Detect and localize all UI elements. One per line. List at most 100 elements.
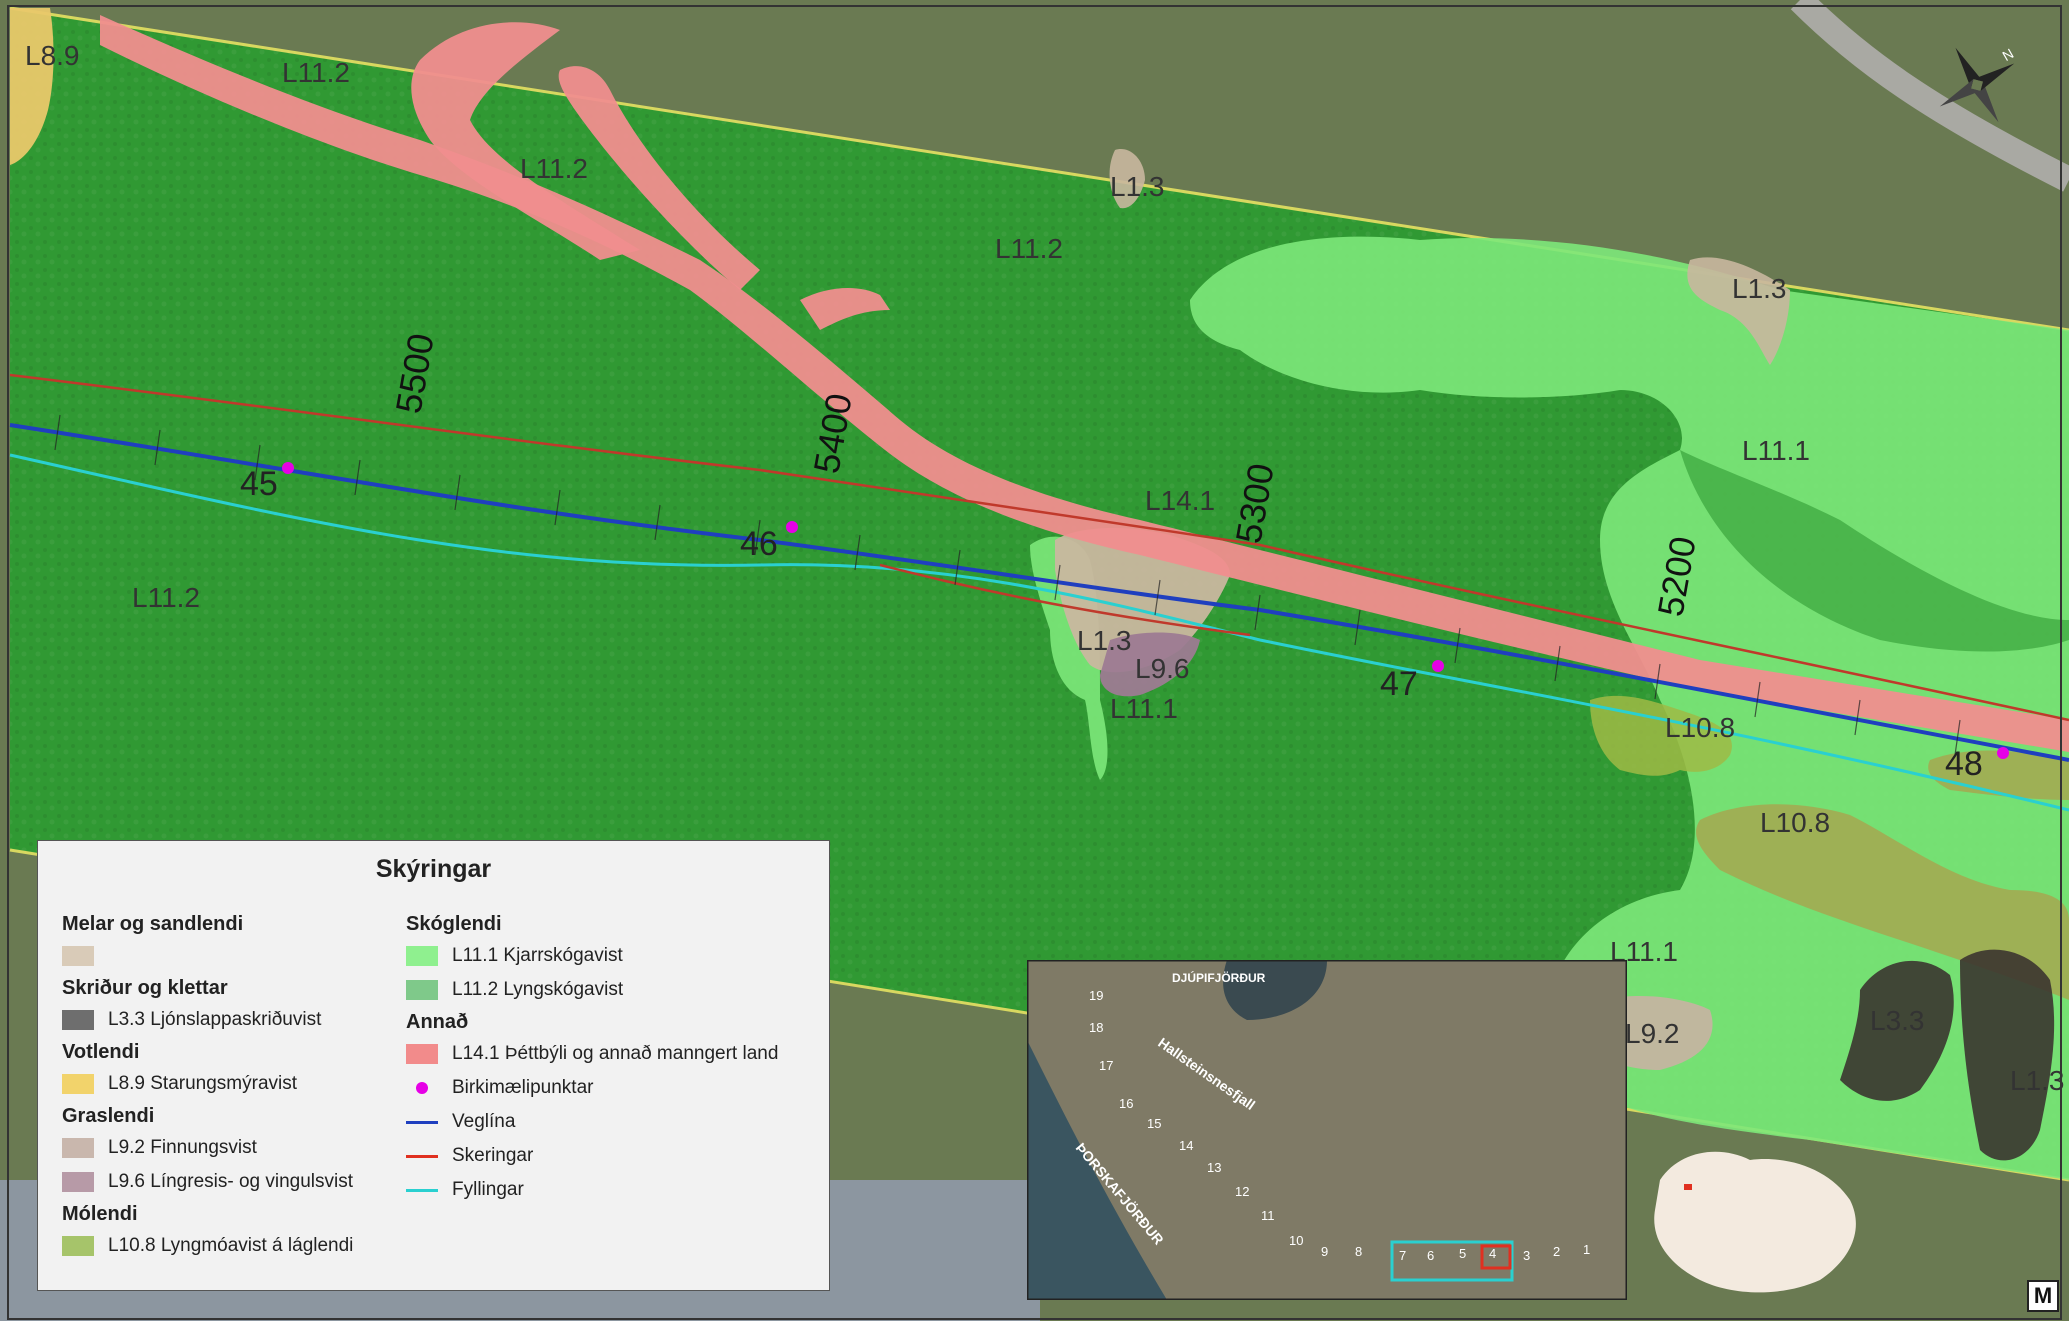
legend-swatch	[62, 1138, 94, 1158]
legend-item-label: L8.9 Starungsmýravist	[108, 1073, 298, 1094]
legend-swatch	[62, 1236, 94, 1256]
area-l14-1-branch-c	[800, 288, 890, 330]
inset-section-label: 15	[1147, 1116, 1161, 1131]
legend-title: Skýringar	[375, 855, 492, 883]
area-l11-1-upper-gap	[1680, 450, 2069, 652]
inset-section-label: 6	[1427, 1248, 1434, 1263]
legend-item-fyllingar: Fyllingar	[406, 1173, 778, 1207]
area-l14-1-branch-a	[411, 22, 640, 260]
compass-north-label: N	[2000, 45, 2017, 64]
area-l8-9	[10, 8, 54, 165]
habitat-label: L9.2	[1625, 1018, 1680, 1049]
inset-section-label: 10	[1289, 1233, 1303, 1248]
inset-section-label: 19	[1089, 988, 1103, 1003]
inset-section-label: 17	[1099, 1058, 1113, 1073]
habitat-label: L1.3	[2010, 1065, 2065, 1096]
overview-inset-map: DJÚPIFJÖRÐUR Hallsteinsnesfjall ÞORSKAFJ…	[1027, 960, 1627, 1300]
legend-item-label: Fyllingar	[452, 1179, 524, 1200]
legend-swatch	[62, 1074, 94, 1094]
habitat-label: L10.8	[1760, 807, 1830, 838]
legend-item-veglina: Veglína	[406, 1105, 778, 1139]
iceland-locator-map	[1654, 1151, 1856, 1293]
area-l14-1-branch-b	[558, 66, 760, 290]
area-l3-3-a	[1840, 960, 1954, 1101]
inset-north-water	[1223, 960, 1327, 1020]
legend-item-label: L3.3 Ljónslappaskriðuvist	[108, 1009, 322, 1030]
legend-item-label: Veglína	[452, 1111, 516, 1132]
legend-swatch	[406, 1044, 438, 1064]
map-frame	[7, 5, 2062, 1320]
birch-point	[786, 521, 798, 533]
legend-group-graslendi: Graslendi	[62, 1105, 155, 1127]
inset-section-label: 4	[1489, 1246, 1496, 1261]
birch-point	[1997, 747, 2009, 759]
area-l10-8-b	[1696, 804, 2069, 1000]
legend-swatch	[62, 1172, 94, 1192]
legend-item-label: L9.6 Língresis- og vingulsvist	[108, 1171, 354, 1192]
legend-item-l9-2: L9.2 Finnungsvist	[62, 1131, 353, 1165]
legend-line	[406, 1154, 438, 1158]
legend-item-l11-2: L11.2 Lyngskógavist	[406, 973, 778, 1007]
area-l1-3-top	[1109, 149, 1145, 209]
road-top-right	[1790, 0, 2069, 192]
chainage-ticks	[54, 414, 1961, 756]
habitat-label: L14.1	[1145, 485, 1215, 516]
cut-line-skeringar-2	[879, 563, 1251, 637]
habitat-label: L11.2	[132, 582, 200, 613]
area-l9-6	[1100, 632, 1200, 697]
legend-group-molendi: Mólendi	[62, 1203, 138, 1225]
legend-swatch	[406, 980, 438, 1000]
area-l1-3-right	[1687, 257, 1790, 365]
area-l3-3-b	[1960, 949, 2055, 1161]
habitat-label: L11.1	[1742, 435, 1810, 466]
habitat-label: L3.3	[1870, 1005, 1925, 1036]
habitat-label: L9.6	[1135, 653, 1190, 684]
habitat-label: L10.8	[1665, 712, 1735, 743]
legend-item-l14-1: L14.1 Þéttbýli og annað manngert land	[406, 1037, 778, 1071]
habitat-label: L1.3	[1732, 273, 1787, 304]
road-centerline-veglina	[9, 423, 2069, 762]
inset-section-label: 1	[1583, 1242, 1590, 1257]
birch-point	[282, 462, 294, 474]
inset-section-label: 11	[1261, 1208, 1275, 1223]
point-label: 47	[1380, 665, 1418, 703]
legend-item-label: L10.8 Lyngmóavist á láglendi	[108, 1235, 354, 1256]
inset-section-label: 13	[1207, 1160, 1221, 1175]
legend-group-melar: Melar og sandlendi	[62, 913, 244, 935]
legend-dot	[416, 1082, 428, 1094]
iceland-location-marker	[1684, 1184, 1692, 1190]
legend-item-label: L9.2 Finnungsvist	[108, 1137, 257, 1158]
habitat-label: L1.3	[1077, 625, 1132, 656]
habitat-label: L11.2	[520, 153, 588, 184]
inset-section-label: 16	[1119, 1096, 1133, 1111]
legend-item-l11-1: L11.1 Kjarrskógavist	[406, 939, 778, 973]
point-label: 45	[240, 465, 278, 503]
iceland-outline	[1654, 1151, 1856, 1293]
birch-point	[1432, 660, 1444, 672]
legend-item-label: Skeringar	[452, 1145, 534, 1166]
legend-group-annad: Annað	[406, 1011, 469, 1033]
inset-section-label: 8	[1355, 1244, 1362, 1259]
inset-section-label: 7	[1399, 1248, 1406, 1263]
inset-section-label: 14	[1179, 1138, 1193, 1153]
inset-place-label: DJÚPIFJÖRÐUR	[1172, 970, 1266, 985]
inset-section-label: 9	[1321, 1244, 1328, 1259]
legend-item-l10-8: L10.8 Lyngmóavist á láglendi	[62, 1229, 353, 1263]
cut-line-skeringar	[9, 373, 2069, 722]
inset-section-label: 3	[1523, 1248, 1530, 1263]
compass-rose-icon: N	[1939, 45, 2017, 123]
legend-line	[406, 1120, 438, 1124]
inset-highlight-sections	[1390, 1240, 1514, 1282]
legend-item-l8-9: L8.9 Starungsmýravist	[62, 1067, 353, 1101]
legend-group-votlendi: Votlendi	[62, 1041, 140, 1063]
legend-item-label: Birkimælipunktar	[452, 1077, 594, 1098]
publisher-logo: M	[2027, 1280, 2059, 1312]
legend-line	[406, 1188, 438, 1192]
legend-item-label: L11.2 Lyngskógavist	[452, 979, 624, 1000]
inset-section-label: 5	[1459, 1246, 1466, 1261]
point-label: 48	[1945, 745, 1983, 783]
inset-fjord	[1027, 1040, 1167, 1300]
habitat-label: L1.3	[1110, 171, 1165, 202]
habitat-label: L8.9	[25, 40, 80, 71]
legend-item-melar	[62, 939, 353, 973]
